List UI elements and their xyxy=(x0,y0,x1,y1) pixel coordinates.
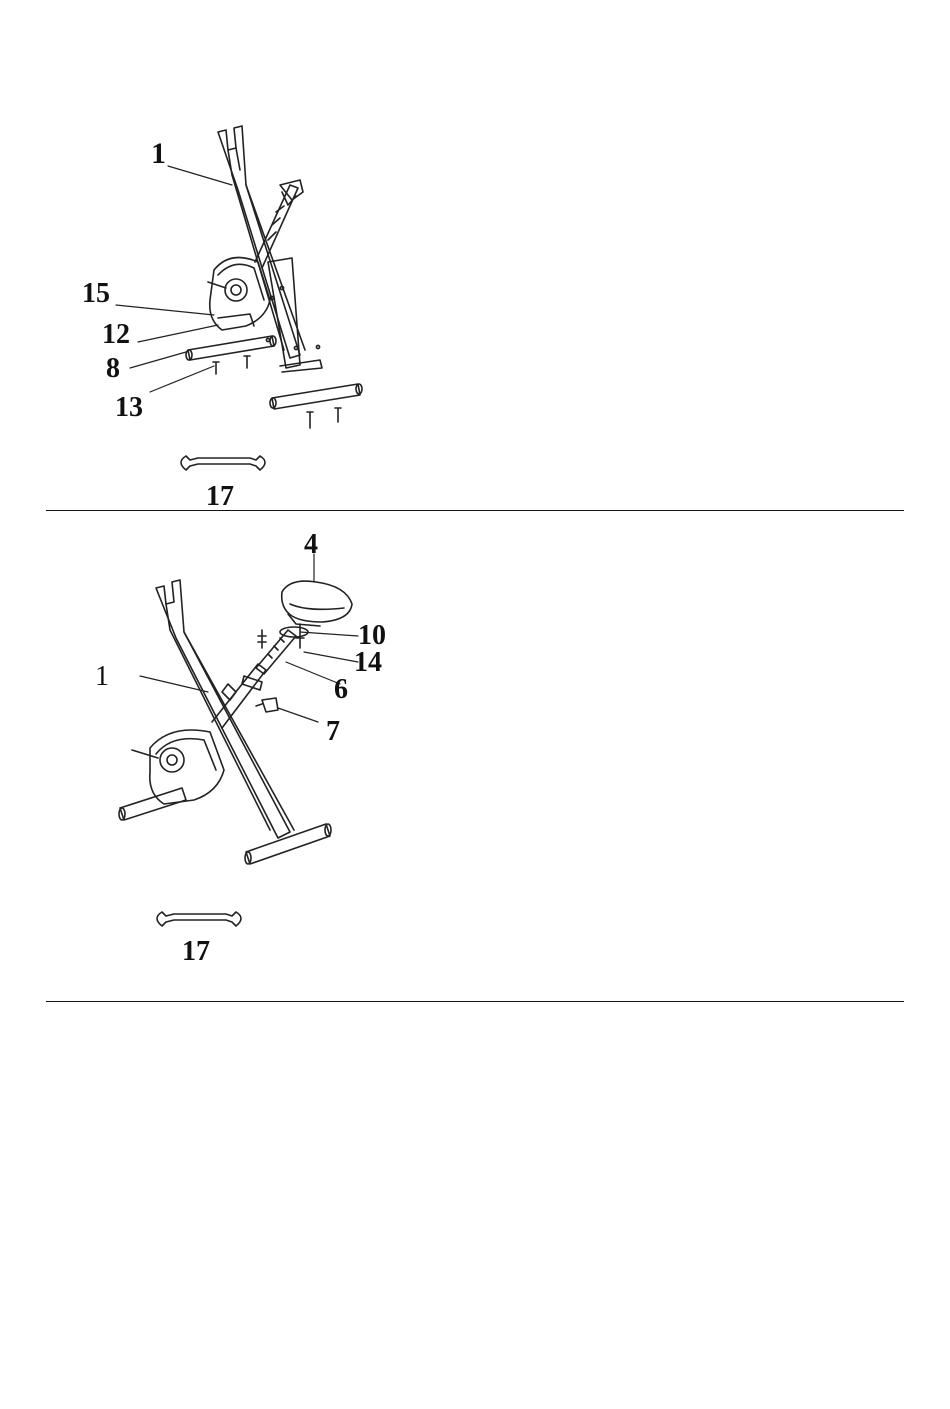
front-stabilizer xyxy=(245,824,331,864)
label-7: 7 xyxy=(326,716,340,747)
seat-post-upright xyxy=(255,180,303,268)
label-wrench: 17 xyxy=(206,481,234,510)
assembly-step-2: 4 1 10 14 6 7 17 xyxy=(0,512,950,1002)
label-frame: 1 xyxy=(151,137,166,170)
label-14: 14 xyxy=(354,647,382,678)
assembly-step-1: 1 15 12 8 13 17 xyxy=(0,0,950,510)
leader-lines xyxy=(140,554,358,722)
section-divider xyxy=(46,510,904,511)
label-12: 12 xyxy=(102,319,130,350)
leader-lines xyxy=(116,166,232,392)
frame-rails xyxy=(156,580,294,838)
step2-diagram: 4 1 10 14 6 7 17 xyxy=(0,512,950,1002)
label-seat: 4 xyxy=(304,529,318,560)
label-wrench: 17 xyxy=(182,936,210,967)
rear-stabilizer xyxy=(270,384,362,428)
wrench-icon xyxy=(157,912,241,926)
label-15: 15 xyxy=(82,278,110,309)
frame-rails xyxy=(218,126,305,358)
knob-icon xyxy=(256,698,278,712)
flywheel-housing xyxy=(132,730,224,804)
label-8: 8 xyxy=(106,353,120,384)
section-divider xyxy=(46,1001,904,1002)
label-13: 13 xyxy=(115,392,143,423)
flywheel-housing xyxy=(208,258,270,331)
label-frame: 1 xyxy=(95,661,109,692)
label-6: 6 xyxy=(334,674,348,705)
screws-13 xyxy=(213,356,250,374)
wrench-icon xyxy=(181,456,265,470)
step1-diagram: 1 15 12 8 13 17 xyxy=(0,0,950,510)
seat-icon xyxy=(282,581,352,626)
front-stabilizer xyxy=(186,336,276,360)
